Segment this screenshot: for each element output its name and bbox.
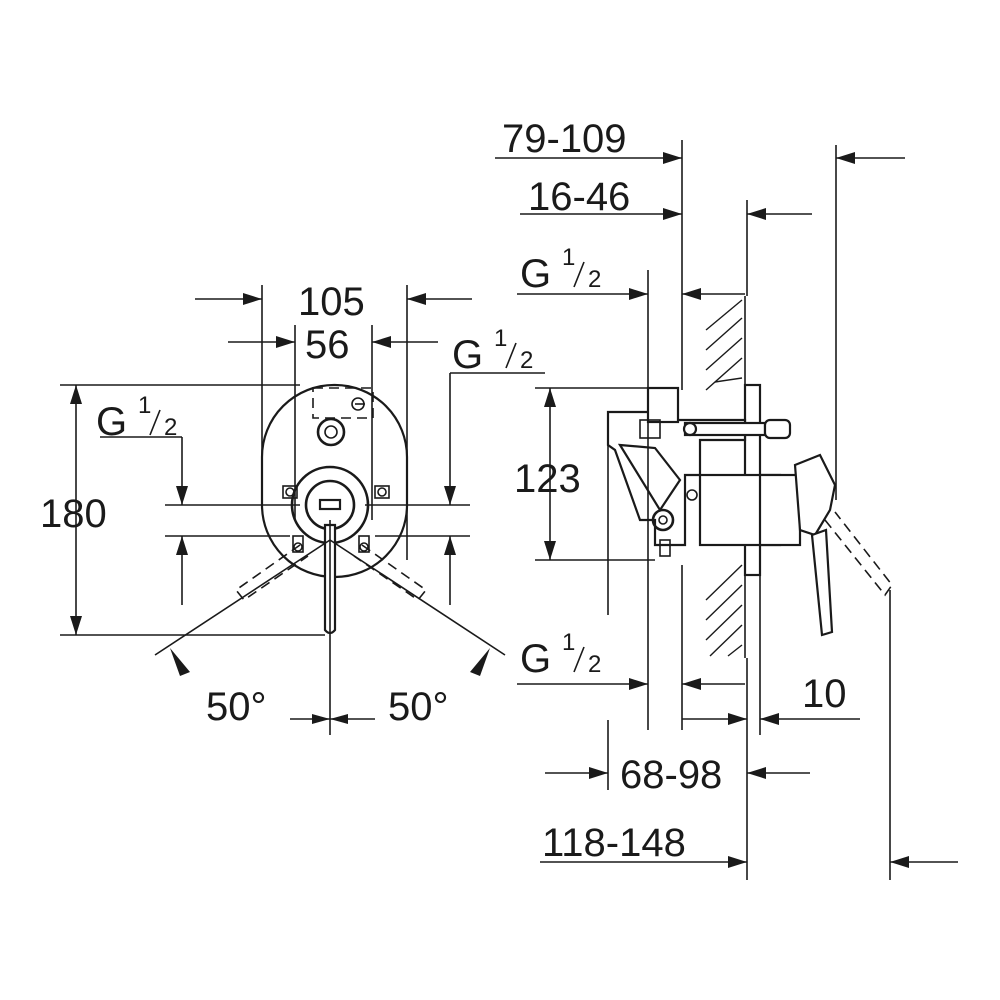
angle-right-label: 50° (388, 685, 449, 729)
thread-right-g: G (452, 333, 483, 377)
thread-top-den: 2 (588, 266, 601, 293)
side-height-label: 123 (514, 457, 581, 501)
thread-left-g: G (96, 400, 127, 444)
thread-bottom-g: G (520, 637, 551, 681)
thread-top-num: 1 (562, 244, 575, 271)
side-view: 79-109 16-46 G 1 2 123 G 1 2 (495, 117, 958, 880)
width-outer-label: 105 (298, 280, 365, 324)
width-inner-label: 56 (305, 323, 350, 367)
thread-left-den: 2 (164, 414, 177, 441)
handle-side (793, 453, 837, 537)
thread-bottom-num: 1 (562, 629, 575, 656)
plate-thickness-label: 10 (802, 672, 847, 716)
valve-body-outline (312, 387, 374, 419)
thread-right-den: 2 (520, 347, 533, 374)
thread-right-num: 1 (494, 325, 507, 352)
depth-bottom-label: 118-148 (542, 821, 686, 865)
wall-section (705, 296, 746, 658)
thread-top-g: G (520, 252, 551, 296)
height-label: 180 (40, 492, 107, 536)
front-view: 105 56 180 G 1 2 G 1 2 50° 50° (40, 280, 545, 735)
diverter-knob (316, 417, 346, 447)
depth-second-label: 16-46 (528, 175, 630, 219)
angle-left-label: 50° (206, 685, 267, 729)
depth-mid-label: 68-98 (620, 753, 722, 797)
thread-bottom-den: 2 (588, 651, 601, 678)
thread-left-num: 1 (138, 392, 151, 419)
depth-top-label: 79-109 (502, 117, 627, 161)
